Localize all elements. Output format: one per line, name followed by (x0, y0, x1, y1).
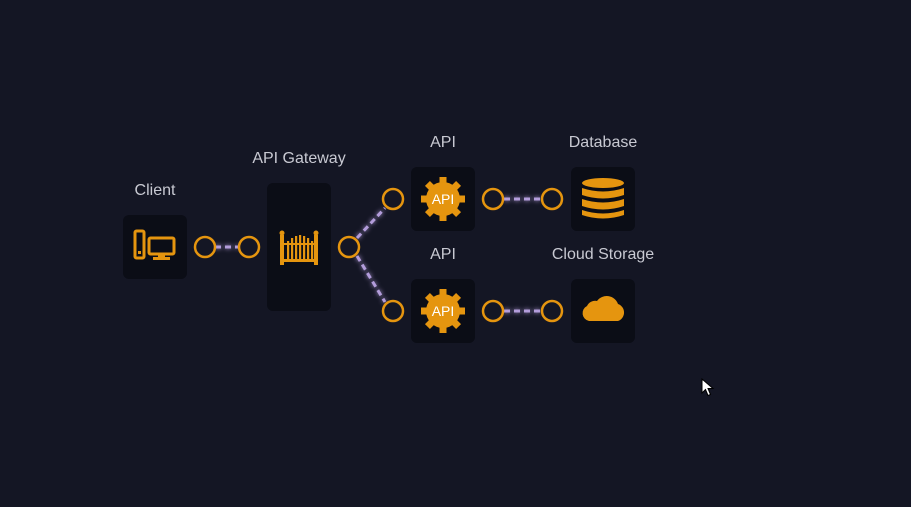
link-gateway-api-bottom (355, 255, 387, 303)
api-top-icon-text: API (432, 191, 455, 207)
gate-icon (279, 230, 319, 265)
mouse-cursor-icon (701, 378, 715, 397)
database-label: Database (568, 134, 638, 151)
port-api-bottom-in[interactable] (381, 299, 405, 323)
port-api-bottom-out[interactable] (481, 299, 505, 323)
port-api-top-out[interactable] (481, 187, 505, 211)
port-database-in[interactable] (540, 187, 564, 211)
client-devices-icon (133, 229, 176, 260)
cloud-storage-label: Cloud Storage (551, 246, 655, 263)
port-api-top-in[interactable] (381, 187, 405, 211)
cloud-icon (582, 296, 625, 321)
port-gateway-in[interactable] (237, 235, 261, 259)
api-gateway-node[interactable] (267, 183, 331, 311)
api-bottom-icon-text: API (432, 303, 455, 319)
link-gateway-api-top (355, 206, 387, 240)
api-gateway-label: API Gateway (252, 150, 346, 167)
port-gateway-out[interactable] (337, 235, 361, 259)
api-top-label: API (430, 134, 456, 151)
client-label: Client (134, 182, 176, 199)
api-gear-icon: API (421, 177, 465, 221)
port-client-out[interactable] (193, 235, 217, 259)
database-icon (582, 178, 624, 219)
api-bottom-node[interactable]: API (411, 279, 475, 343)
port-cloud-storage-in[interactable] (540, 299, 564, 323)
api-bottom-label: API (430, 246, 456, 263)
client-node[interactable] (123, 215, 187, 279)
api-top-node[interactable]: API (411, 167, 475, 231)
cloud-storage-node[interactable] (571, 279, 635, 343)
api-gear-icon: API (421, 289, 465, 333)
database-node[interactable] (571, 167, 635, 231)
